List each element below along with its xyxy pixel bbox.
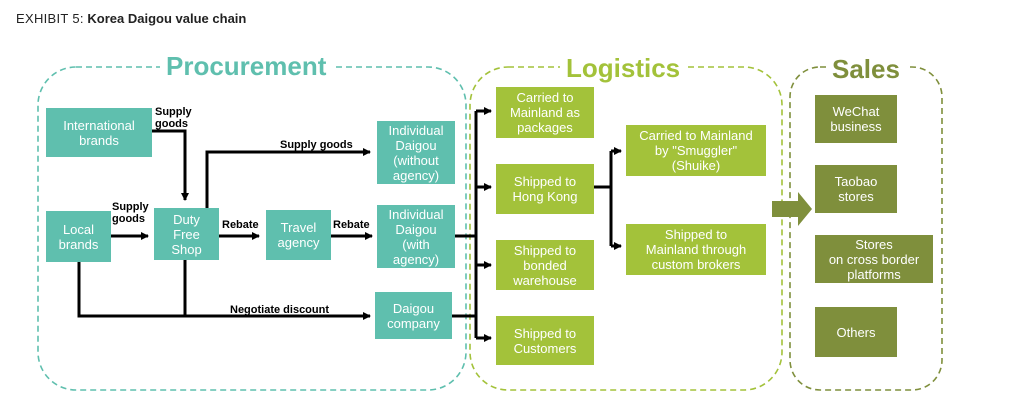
node-individual-daigou-with-agency: Individual Daigou (with agency)	[377, 205, 455, 268]
node-carried-by-smuggler: Carried to Mainland by "Smuggler" (Shuik…	[626, 125, 766, 176]
logistics-to-sales-arrow	[772, 192, 812, 226]
label-rebate-2: Rebate	[333, 219, 370, 231]
node-individual-daigou-without-agency: Individual Daigou (without agency)	[377, 121, 455, 184]
node-international-brands: International brands	[46, 108, 152, 157]
node-wechat-business: WeChat business	[815, 95, 897, 143]
label-rebate-1: Rebate	[222, 219, 259, 231]
node-duty-free-shop: Duty Free Shop	[154, 208, 219, 260]
node-shipped-to-hong-kong: Shipped to Hong Kong	[496, 164, 594, 214]
edge-dutyfree-to-daigou-without	[205, 148, 371, 208]
node-local-brands: Local brands	[46, 211, 111, 262]
node-carried-to-mainland-packages: Carried to Mainland as packages	[496, 87, 594, 138]
node-daigou-company: Daigou company	[375, 292, 452, 339]
node-shipped-through-custom-brokers: Shipped to Mainland through custom broke…	[626, 224, 766, 275]
node-travel-agency: Travel agency	[266, 210, 331, 260]
label-negotiate-discount: Negotiate discount	[230, 304, 330, 316]
section-title-sales: Sales	[826, 54, 906, 84]
section-title-logistics: Logistics	[560, 53, 687, 83]
edge-intl-to-dutyfree	[152, 129, 189, 201]
edge-local-to-daigou-company	[77, 262, 371, 320]
section-title-procurement: Procurement	[160, 51, 333, 81]
node-cross-border-platforms: Stores on cross border platforms	[815, 235, 933, 283]
node-others: Others	[815, 307, 897, 357]
node-shipped-to-customers: Shipped to Customers	[496, 316, 594, 365]
exhibit-caption: EXHIBIT 5: Korea Daigou value chain	[16, 11, 246, 26]
exhibit-title: Korea Daigou value chain	[87, 11, 247, 26]
label-supply-goods-top: Supply goods	[280, 139, 353, 151]
logistics-section-border	[469, 66, 783, 391]
node-taobao-stores: Taobao stores	[815, 165, 897, 213]
exhibit-label: EXHIBIT 5:	[16, 11, 84, 26]
node-shipped-to-bonded-warehouse: Shipped to bonded warehouse	[496, 240, 594, 290]
label-supply-goods-local: Supply goods	[112, 201, 149, 225]
label-supply-goods-intl: Supply goods	[155, 106, 192, 130]
